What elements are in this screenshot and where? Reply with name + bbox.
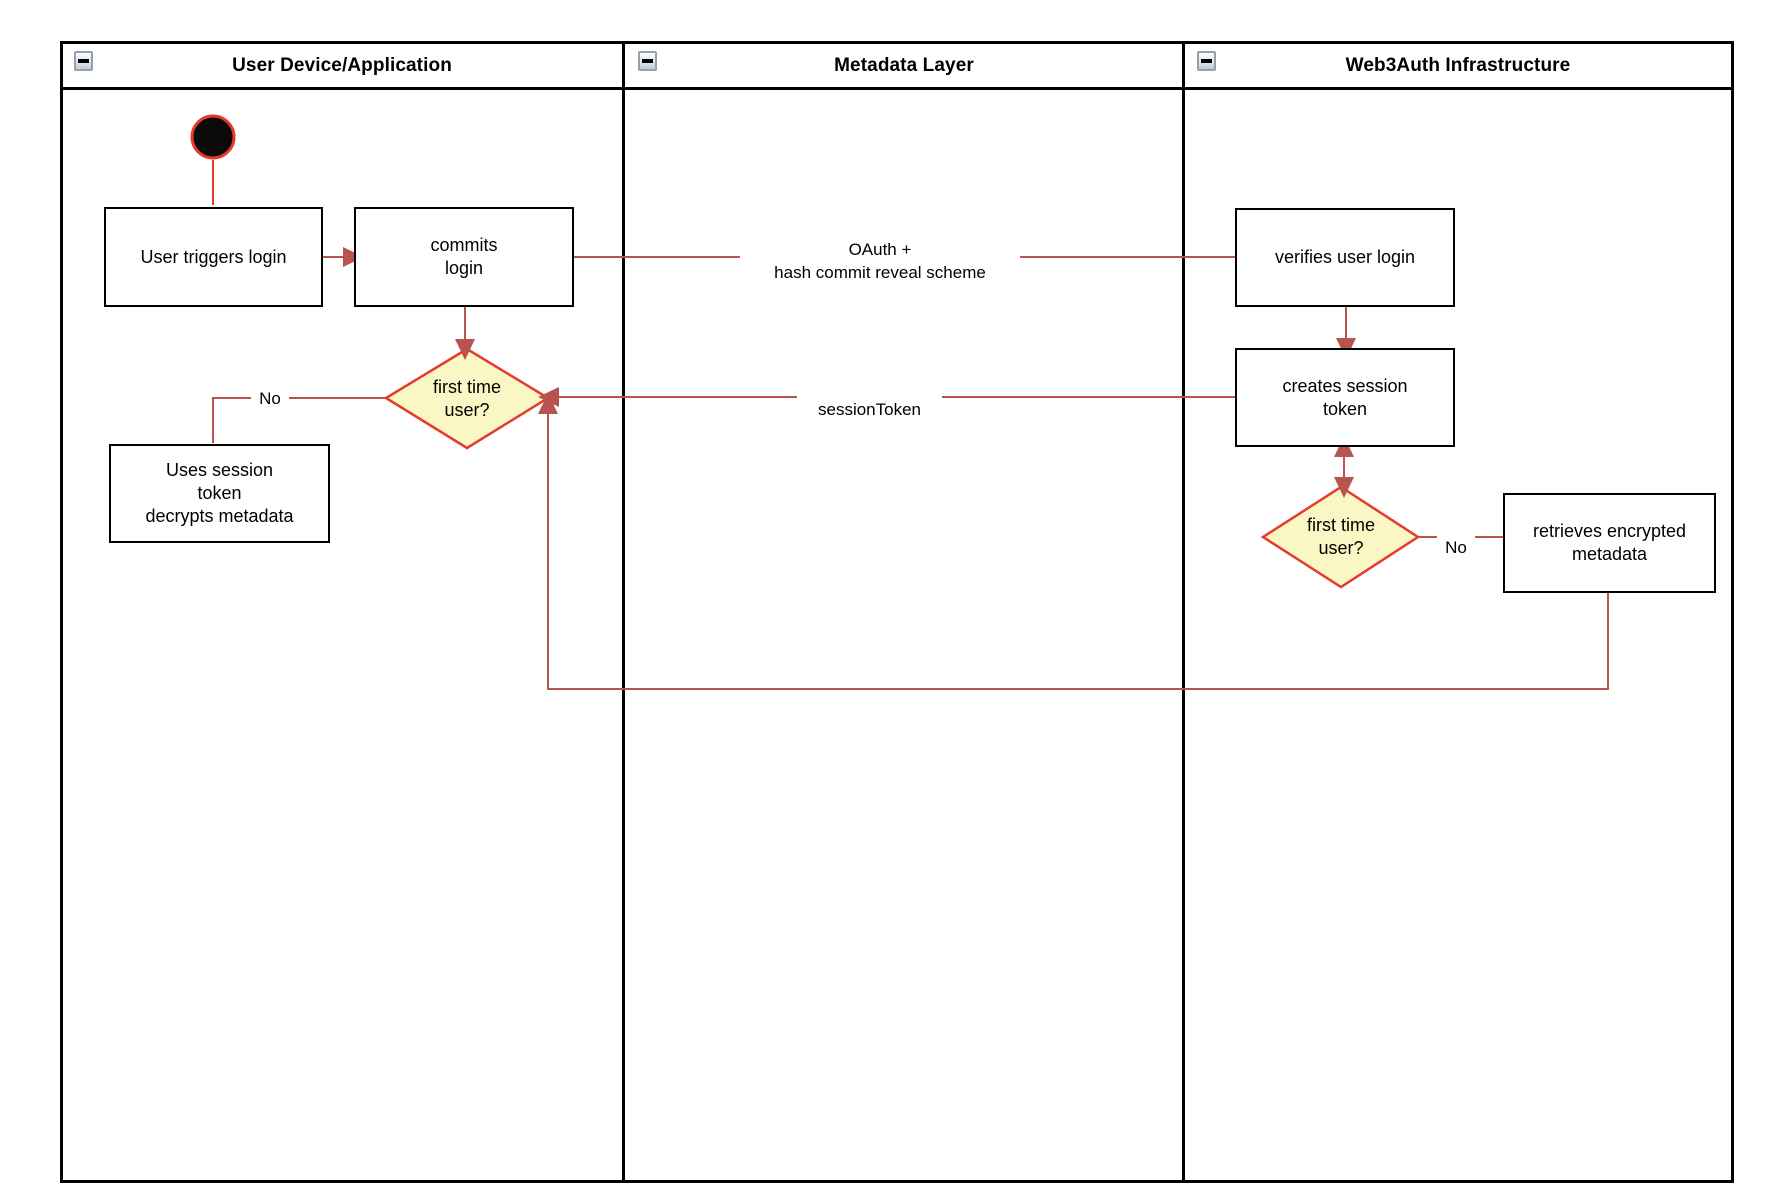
node-uses-session-token: Uses session token decrypts metadata (109, 444, 330, 543)
edge-label-session-token: sessionToken (797, 394, 942, 424)
lane-divider-2 (1182, 41, 1185, 1183)
edge-decision-device-no-to-uses-session (212, 397, 386, 443)
lane-divider-1 (622, 41, 625, 1183)
minus-icon (78, 59, 89, 63)
edge-label-no-infra: No (1437, 536, 1475, 558)
edge-label-oauth: OAuth + hash commit reveal scheme (740, 238, 1020, 284)
collapse-lane-button-user-device[interactable] (74, 51, 93, 71)
lane-header-web3auth-infrastructure: Web3Auth Infrastructure (1345, 54, 1571, 76)
decision-first-time-user-device-shape (383, 347, 551, 450)
pool-header-underline (60, 87, 1734, 90)
minus-icon (642, 59, 653, 63)
collapse-lane-button-metadata-layer[interactable] (638, 51, 657, 71)
lane-header-user-device: User Device/Application (232, 54, 452, 76)
node-creates-session-token: creates session token (1235, 348, 1455, 447)
decision-first-time-user-infra-shape (1260, 485, 1421, 589)
node-user-triggers-login: User triggers login (104, 207, 323, 307)
node-verifies-user-login: verifies user login (1235, 208, 1455, 307)
collapse-lane-button-web3auth[interactable] (1197, 51, 1216, 71)
pool-frame (60, 41, 1734, 1183)
node-retrieves-encrypted-metadata: retrieves encrypted metadata (1503, 493, 1716, 593)
edge-label-no-device: No (251, 387, 289, 409)
node-commits-login: commits login (354, 207, 574, 307)
start-node (190, 114, 236, 160)
edge-retrieves-feedback-to-decision-device (538, 393, 1609, 690)
lane-header-metadata-layer: Metadata Layer (834, 54, 974, 76)
minus-icon (1201, 59, 1212, 63)
